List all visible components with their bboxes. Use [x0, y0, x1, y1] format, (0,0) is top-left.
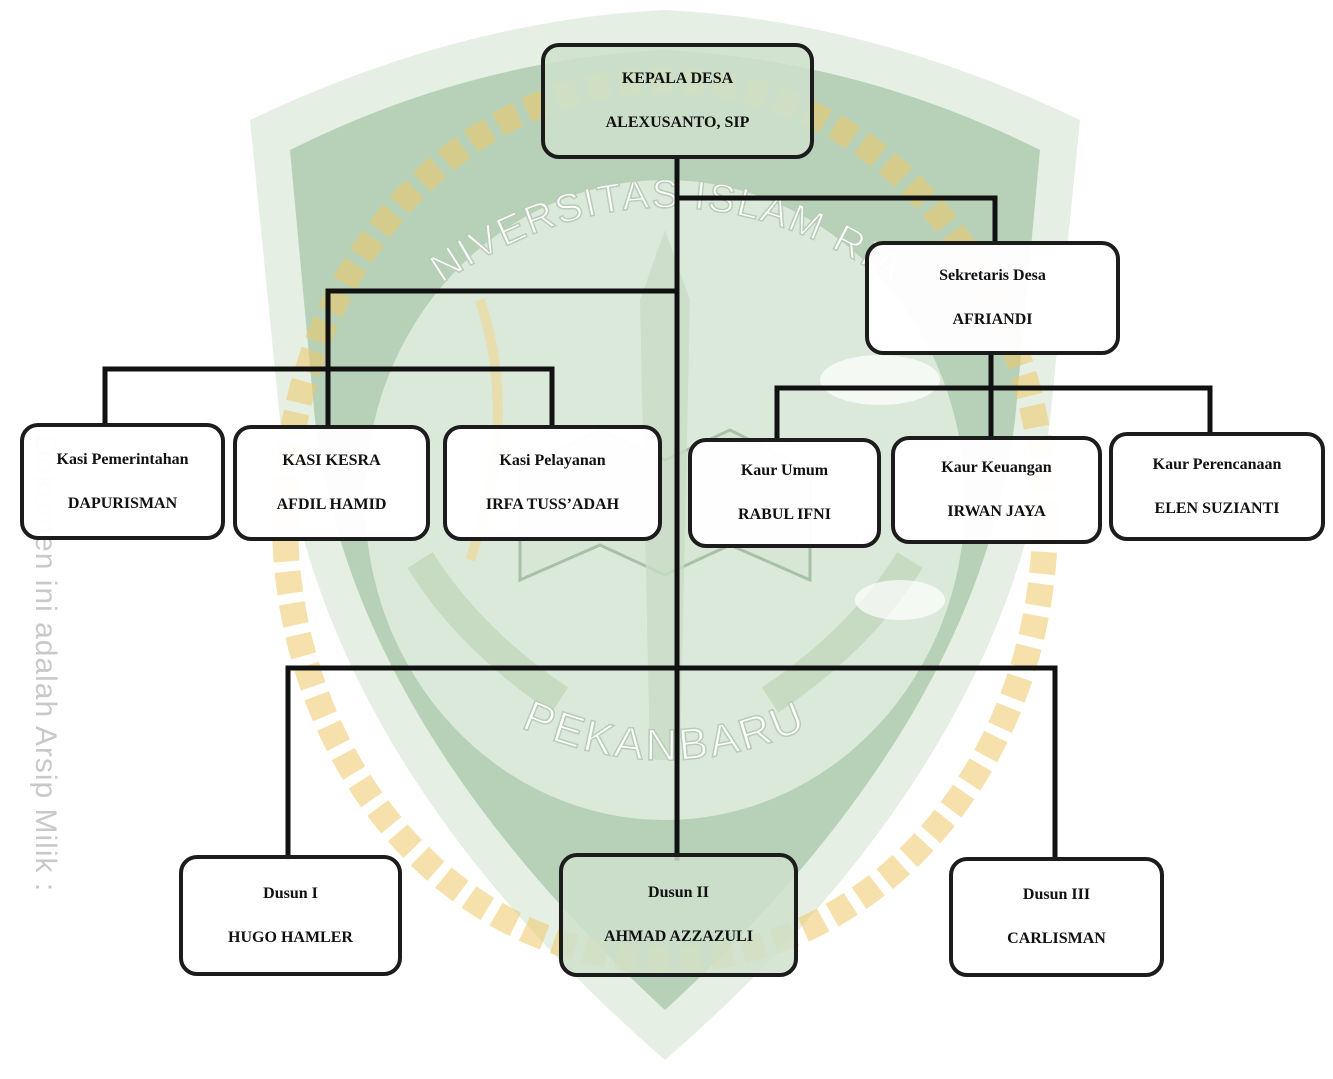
kaur-umum-name: RABUL IFNI [738, 506, 831, 523]
kasi-kesra-box: KASI KESRA AFDIL HAMID [233, 425, 430, 541]
kaur-umum-title: Kaur Umum [740, 462, 829, 479]
kaur-umum-box: Kaur Umum RABUL IFNI [688, 438, 881, 548]
kepala-desa-title: KEPALA DESA [621, 70, 734, 87]
dusun-2-title: Dusun II [648, 884, 709, 901]
kasi-pemerintahan-title: Kasi Pemerintahan [56, 450, 189, 468]
dusun-1-box: Dusun I HUGO HAMLER [179, 855, 402, 976]
dusun-3-title: Dusun III [1022, 886, 1091, 903]
dusun-3-box: Dusun III CARLISMAN [949, 857, 1164, 977]
sekretaris-desa-box: Sekretaris Desa AFRIANDI [865, 241, 1120, 355]
dusun-2-name: AHMAD AZZAZULI [604, 928, 753, 945]
dusun-2-box: Dusun II AHMAD AZZAZULI [559, 853, 798, 977]
kasi-pelayanan-name: IRFA TUSS’ADAH [485, 496, 620, 513]
sekretaris-desa-name: AFRIANDI [952, 311, 1033, 328]
kasi-pelayanan-box: Kasi Pelayanan IRFA TUSS’ADAH [443, 425, 662, 541]
sekretaris-desa-title: Sekretaris Desa [939, 267, 1046, 284]
kaur-perencanaan-name: ELEN SUZIANTI [1154, 499, 1280, 517]
kasi-pemerintahan-name: DAPURISMAN [67, 494, 178, 512]
kepala-desa-box: KEPALA DESA ALEXUSANTO, SIP [541, 43, 814, 159]
dusun-1-title: Dusun I [263, 884, 318, 902]
kasi-kesra-name: AFDIL HAMID [276, 496, 387, 513]
kaur-keuangan-box: Kaur Keuangan IRWAN JAYA [891, 436, 1102, 544]
kasi-kesra-title: KASI KESRA [282, 452, 381, 469]
kasi-pemerintahan-box: Kasi Pemerintahan DAPURISMAN [20, 423, 225, 540]
kaur-perencanaan-title: Kaur Perencanaan [1152, 455, 1282, 473]
dusun-1-name: HUGO HAMLER [228, 928, 353, 946]
kepala-desa-name: ALEXUSANTO, SIP [605, 114, 750, 131]
kasi-pelayanan-title: Kasi Pelayanan [499, 452, 606, 469]
kaur-perencanaan-box: Kaur Perencanaan ELEN SUZIANTI [1109, 432, 1325, 541]
kaur-keuangan-title: Kaur Keuangan [941, 459, 1052, 476]
dusun-3-name: CARLISMAN [1007, 930, 1106, 947]
kaur-keuangan-name: IRWAN JAYA [947, 503, 1046, 520]
